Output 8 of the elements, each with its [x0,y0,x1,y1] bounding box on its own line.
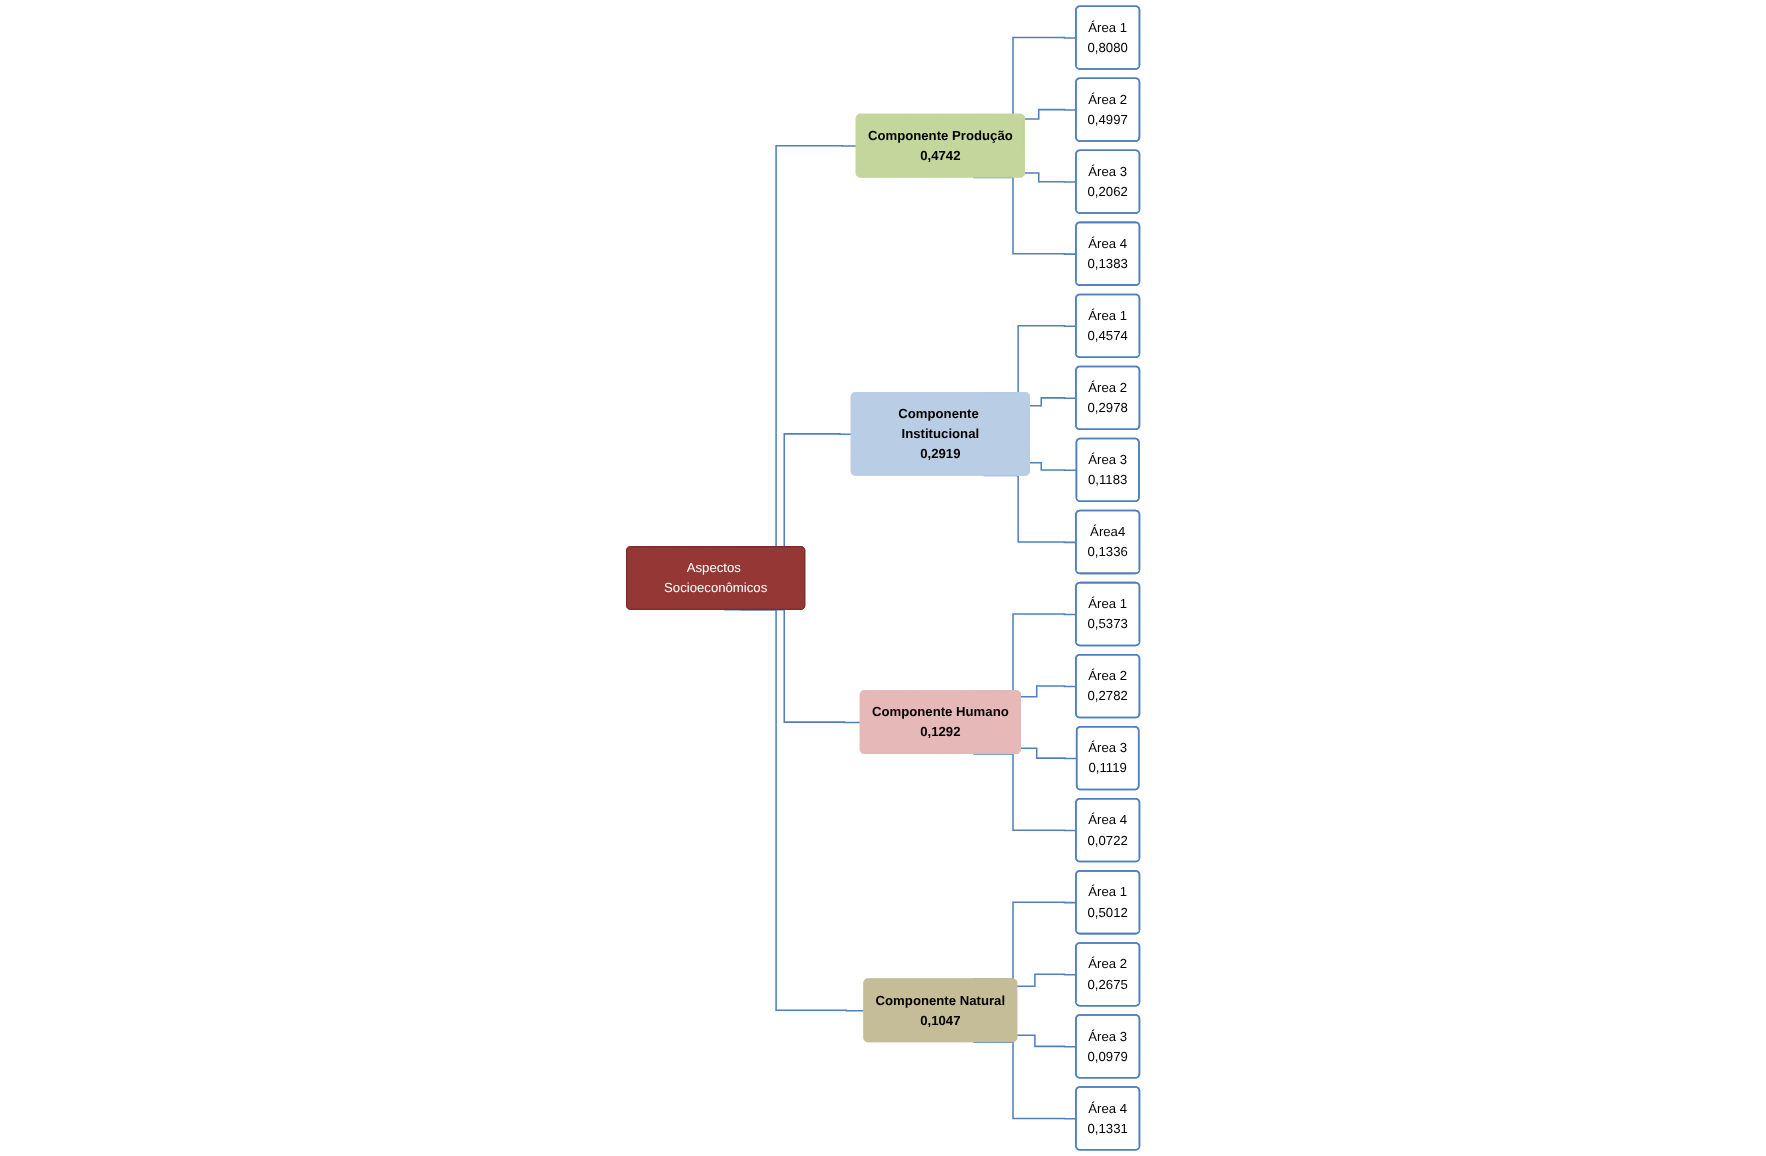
connector [1029,397,1078,407]
connector [1016,1034,1078,1048]
connector [1020,747,1078,760]
connector [1029,462,1078,472]
connector [1024,108,1078,120]
connector [1020,685,1078,698]
connector [1016,973,1078,987]
connector [1024,172,1078,183]
